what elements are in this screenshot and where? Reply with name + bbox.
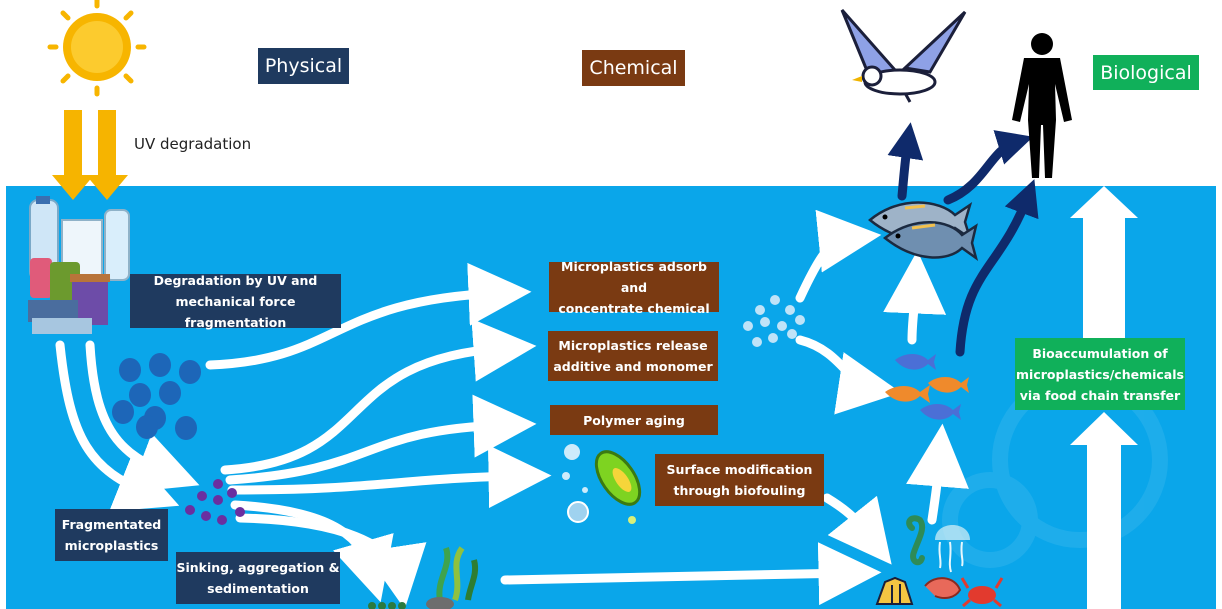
adsorb-box: Microplastics adsorb and concentrate che…: [549, 259, 719, 316]
arrow-fish-to-human: [955, 179, 1039, 357]
fragmentated-box-line2: microplastics: [64, 538, 159, 553]
adsorb-box-line1: Microplastics adsorb and: [561, 258, 707, 295]
food-chain-arrows: [887, 122, 1039, 357]
arrow-tuna-to-human: [943, 130, 1034, 205]
bioaccumulation-box-line3: via food chain transfer: [1019, 387, 1181, 403]
bioaccumulation-box-line2: microplastics/chemicals: [1016, 366, 1184, 382]
fragmentated-box: Fragmentated microplastics: [55, 509, 168, 561]
tuna-fish-icon: [868, 201, 979, 262]
ocean-background: [6, 186, 1216, 609]
biofouling-box-line2: through biofouling: [673, 483, 806, 498]
degradation-box-line1: Degradation by UV and: [153, 272, 318, 288]
bioaccumulation-box: Bioaccumulation of microplastics/chemica…: [1015, 338, 1185, 410]
release-box-line2: additive and monomer: [553, 359, 713, 374]
uv-arrows: [52, 110, 128, 200]
arrow-benthos-to-fish: [906, 423, 969, 525]
arrow-biofouling-to-benthos: [822, 493, 892, 565]
sinking-box-line2: sedimentation: [207, 581, 309, 596]
sinking-box: Sinking, aggregation & sedimentation: [176, 552, 340, 604]
arrow-sinking-2: [235, 513, 427, 609]
adsorb-box-line2: concentrate chemical: [558, 300, 710, 316]
arrow-tuna-to-seagull: [887, 122, 924, 201]
arrow-to-fragmented-particles: [85, 340, 200, 493]
crab-icon: [960, 577, 1004, 608]
seagull-icon: [840, 9, 967, 103]
seahorse-icon: [906, 515, 926, 566]
degradation-box-line2: mechanical force fragmentation: [175, 293, 296, 330]
sun-icon: [47, 0, 147, 97]
bacteria-icon: [594, 450, 642, 506]
sediment-particles: [368, 602, 406, 609]
arrow-to-release: [220, 318, 537, 475]
seaweed-icon: [426, 546, 479, 609]
plastic-waste-icon: [28, 196, 130, 334]
aging-box: Polymer aging: [550, 405, 718, 435]
fragmentated-box-line1: Fragmentated: [61, 517, 162, 532]
physical-arrows: [55, 209, 969, 609]
jellyfish-icon: [935, 525, 970, 573]
bioaccumulation-box-line1: Bioaccumulation of: [1032, 345, 1168, 361]
header-physical: Physical: [258, 48, 349, 84]
biofouling-box-line1: Surface modification: [666, 462, 813, 477]
microplastic-particles-large: [112, 353, 201, 440]
bubble-icons: [562, 444, 636, 524]
microplastic-particles-small: [185, 479, 245, 525]
microplastic-particles-chemical: [743, 295, 805, 347]
small-fish-icon: [885, 354, 969, 420]
arrow-particles-to-fish: [795, 335, 902, 415]
degradation-box: Degradation by UV and mechanical force f…: [130, 273, 341, 330]
arrow-particles-to-tuna: [795, 209, 882, 303]
header-chemical: Chemical: [582, 50, 685, 86]
shell-icon: [875, 576, 914, 605]
human-icon: [1012, 33, 1072, 178]
header-biological: Biological: [1093, 55, 1199, 90]
shrimp-icon: [924, 577, 962, 599]
arrow-fish-to-tuna: [883, 250, 947, 345]
release-box: Microplastics release additive and monom…: [548, 331, 718, 381]
arrow-to-biofouling: [227, 445, 552, 509]
arrow-to-adsorb: [205, 262, 532, 370]
arrow-to-aging: [225, 394, 537, 485]
uv-degradation-label: UV degradation: [134, 135, 252, 153]
release-box-line1: Microplastics release: [558, 338, 708, 353]
arrow-sediment-to-benthos: [500, 542, 882, 606]
bioaccumulation-arrows: [1070, 186, 1138, 609]
biofouling-box: Surface modification through biofouling: [655, 454, 824, 506]
sinking-box-line1: Sinking, aggregation &: [176, 560, 340, 575]
